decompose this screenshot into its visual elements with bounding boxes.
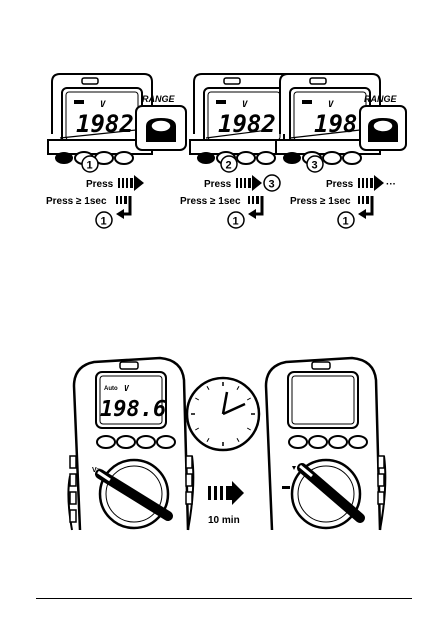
range-button-1[interactable]: RANGE (135, 94, 187, 151)
step-number-1: 1 (87, 160, 93, 172)
next-step-3: ··· (386, 179, 396, 190)
return-step-3: 1 (343, 216, 349, 228)
return-step-1: 1 (101, 216, 107, 228)
auto-indicator: Auto (104, 386, 118, 392)
instruction-3: Press ··· Press ≥ 1sec 1 (290, 175, 396, 229)
step-number-3: 3 (312, 160, 318, 172)
range-button-2[interactable]: RANGE (359, 94, 407, 151)
footer-rule (36, 598, 412, 599)
arrow-right-icon (236, 175, 262, 191)
multimeter-left: Auto V 198.6 V≈ (67, 356, 195, 531)
next-step-2: 3 (269, 179, 275, 191)
step-number-2: 2 (226, 160, 232, 172)
press-label-1: Press (86, 179, 114, 190)
lcd-reading-2: 1982 (218, 110, 276, 138)
unit-mark-1: V (100, 100, 106, 110)
multimeter-right (264, 356, 387, 531)
clock-icon (185, 376, 261, 452)
range-label-2: RANGE (364, 94, 397, 104)
meter-panel-2: V 1982 (189, 73, 295, 165)
lcd-reading-bottom: 198.6 (100, 397, 166, 422)
step-badge-2 (220, 155, 238, 173)
delay-label: 10 min (208, 515, 240, 526)
range-label-1: RANGE (142, 94, 175, 104)
return-arrow-icon (246, 194, 264, 221)
arrow-right-icon (358, 175, 384, 191)
return-step-2: 1 (233, 216, 239, 228)
press-label-3: Press (326, 179, 354, 190)
step-badge-3 (306, 155, 324, 173)
instruction-1: Press Press ≥ 1sec 1 (46, 175, 144, 229)
unit-mark-2: V (242, 100, 248, 110)
return-arrow-icon (114, 194, 132, 221)
delay-arrow (208, 481, 244, 505)
step-badge-1 (81, 155, 99, 173)
unit-mark-3: V (328, 100, 334, 110)
return-arrow-icon (356, 194, 374, 221)
hold-label-1: Press ≥ 1sec (46, 196, 107, 207)
arrow-right-icon (118, 175, 144, 191)
lcd-reading-3: 198 (314, 110, 357, 138)
instruction-2: Press 3 Press ≥ 1sec 1 (180, 174, 281, 229)
svg-text:V≈: V≈ (92, 467, 101, 474)
hold-label-2: Press ≥ 1sec (180, 196, 241, 207)
unit-mark-bottom: V (124, 384, 130, 393)
hold-label-3: Press ≥ 1sec (290, 196, 351, 207)
press-label-2: Press (204, 179, 232, 190)
